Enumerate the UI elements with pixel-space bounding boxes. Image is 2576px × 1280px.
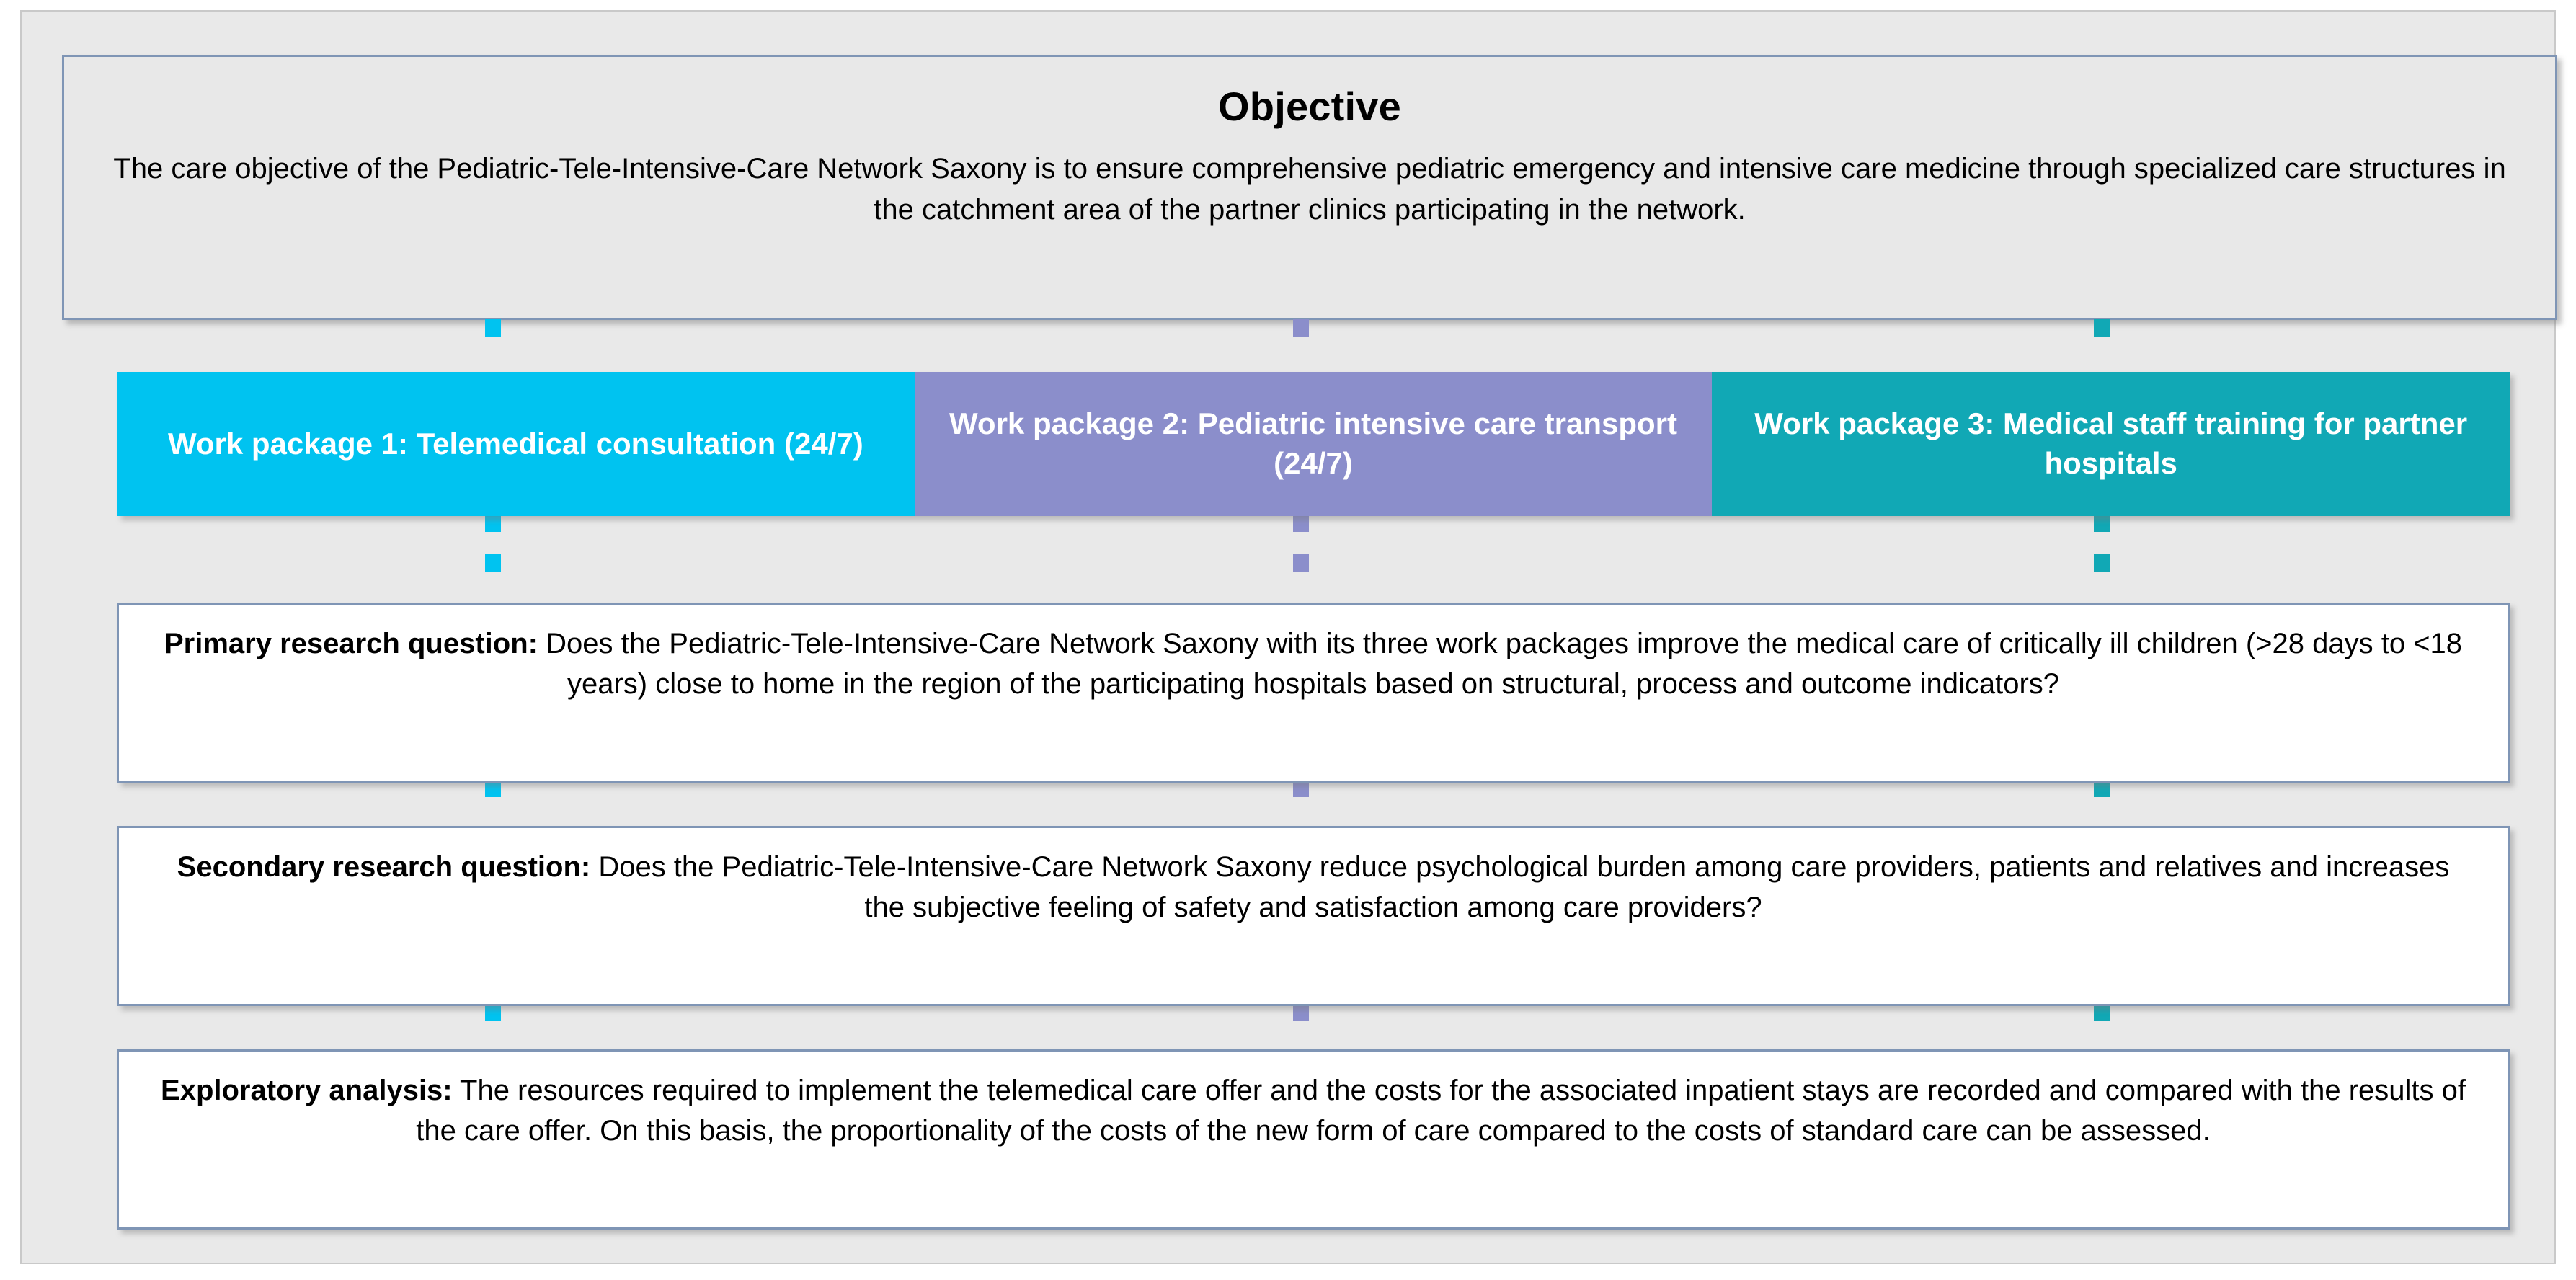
connector-dash-col3 — [2094, 554, 2110, 572]
primary-research-question-label: Primary research question: — [164, 628, 538, 659]
connector-dash-col1 — [485, 513, 501, 532]
work-package-1-label: Work package 1: Telemedical consultation… — [167, 426, 863, 461]
secondary-research-question-body: Does the Pediatric-Tele-Intensive-Care N… — [590, 851, 2450, 923]
work-package-3-label: Work package 3: Medical staff training f… — [1754, 406, 2468, 480]
work-package-band: Work package 1: Telemedical consultation… — [117, 372, 2510, 516]
connector-dash-col2 — [1293, 513, 1309, 532]
work-package-2-card[interactable]: Work package 2: Pediatric intensive care… — [914, 372, 1713, 516]
connector-dash-col3 — [2094, 319, 2110, 337]
exploratory-analysis-box: Exploratory analysis: The resources requ… — [117, 1049, 2510, 1230]
connector-dash-col1 — [485, 778, 501, 797]
exploratory-analysis-label: Exploratory analysis: — [161, 1075, 453, 1106]
secondary-research-question-box: Secondary research question: Does the Pe… — [117, 826, 2510, 1006]
connector-dash-col2 — [1293, 778, 1309, 797]
connector-dash-col1 — [485, 554, 501, 572]
secondary-research-question-text: Secondary research question: Does the Pe… — [119, 828, 2508, 928]
primary-research-question-body: Does the Pediatric-Tele-Intensive-Care N… — [537, 628, 2463, 700]
primary-research-question-box: Primary research question: Does the Pedi… — [117, 603, 2510, 783]
work-package-1-card[interactable]: Work package 1: Telemedical consultation… — [117, 372, 915, 516]
objective-body-text: The care objective of the Pediatric-Tele… — [113, 153, 2506, 226]
connector-dash-col2 — [1293, 554, 1309, 572]
work-package-3-card[interactable]: Work package 3: Medical staff training f… — [1712, 372, 2510, 516]
objective-box: Objective The care objective of the Pedi… — [62, 55, 2557, 320]
connector-dash-col1 — [485, 1002, 501, 1021]
connector-dash-col2 — [1293, 319, 1309, 337]
connector-dash-col3 — [2094, 1002, 2110, 1021]
exploratory-analysis-body: The resources required to implement the … — [416, 1075, 2466, 1147]
secondary-research-question-label: Secondary research question: — [177, 851, 591, 883]
primary-research-question-text: Primary research question: Does the Pedi… — [119, 605, 2508, 704]
connector-dash-col1 — [485, 319, 501, 337]
connector-dash-col2 — [1293, 1002, 1309, 1021]
objective-title: Objective — [1218, 84, 1401, 129]
work-package-2-label: Work package 2: Pediatric intensive care… — [949, 406, 1677, 480]
connector-dash-col3 — [2094, 778, 2110, 797]
slide-panel: Objective The care objective of the Pedi… — [20, 10, 2557, 1264]
connector-dash-col3 — [2094, 513, 2110, 532]
exploratory-analysis-text: Exploratory analysis: The resources requ… — [119, 1052, 2508, 1151]
